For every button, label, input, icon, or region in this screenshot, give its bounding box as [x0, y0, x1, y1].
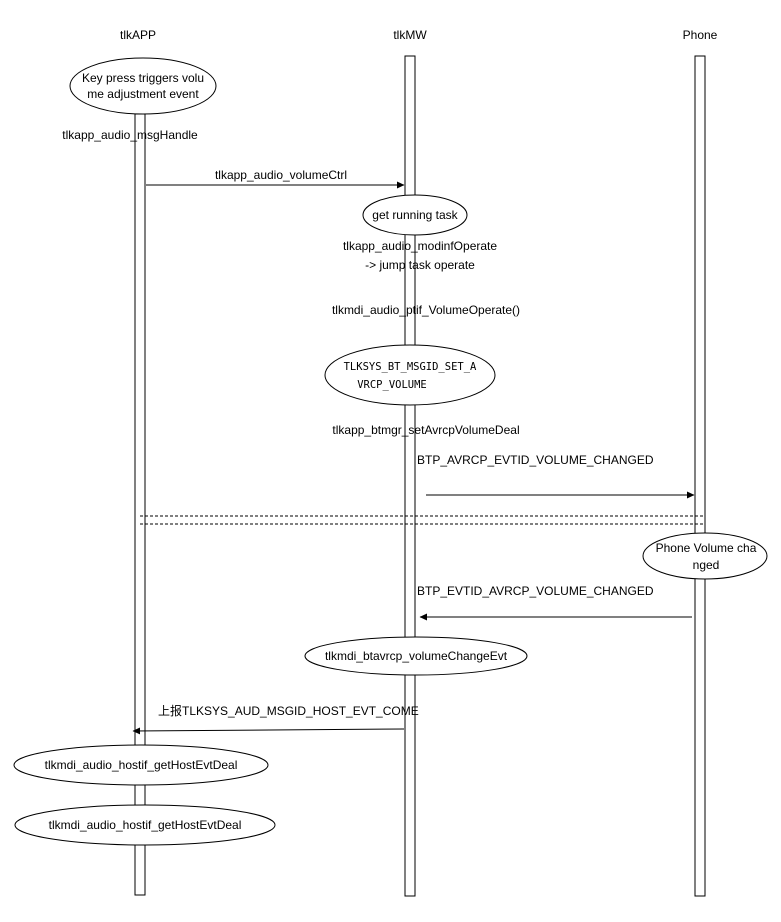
participant-phone: Phone [683, 28, 718, 42]
host-evt-come-label: 上报TLKSYS_AUD_MSGID_HOST_EVT_COME [158, 703, 419, 718]
host-evt-deal-text-2: tlkmdi_audio_hostif_getHostEvtDeal [49, 818, 242, 832]
key-press-note [69, 57, 217, 115]
phone-volume-changed-line1: Phone Volume cha [656, 541, 757, 555]
tlkmw-lifeline [404, 55, 416, 897]
volume-ctrl-label: tlkapp_audio_volumeCtrl [215, 168, 347, 182]
participant-tlkmw: tlkMW [393, 28, 427, 42]
set-avrcp-volume-line2: VRCP_VOLUME [357, 379, 427, 391]
set-avrcp-volume-deal-label: tlkapp_btmgr_setAvrcpVolumeDeal [332, 423, 519, 437]
host-evt-come-arrow [132, 727, 405, 735]
host-evt-deal-note-1 [13, 744, 269, 786]
get-running-task-note [362, 194, 468, 236]
host-evt-deal-note-2 [14, 804, 276, 846]
msg-handle-label: tlkapp_audio_msgHandle [62, 128, 198, 142]
evtid-avrcp-volume-changed-label: BTP_EVTID_AVRCP_VOLUME_CHANGED [417, 584, 654, 598]
volume-change-evt-text: tlkmdi_btavrcp_volumeChangeEvt [325, 649, 508, 663]
avrcp-evtid-volume-changed-label: BTP_AVRCP_EVTID_VOLUME_CHANGED [417, 453, 654, 467]
host-evt-deal-text-1: tlkmdi_audio_hostif_getHostEvtDeal [45, 758, 238, 772]
modinf-operate-label-line1: tlkapp_audio_modinfOperate [343, 239, 497, 253]
modinf-operate-label-line2: -> jump task operate [365, 258, 475, 272]
volume-change-evt-note [304, 636, 528, 676]
set-avrcp-volume-line1: TLKSYS_BT_MSGID_SET_A [344, 361, 477, 373]
phone-volume-changed-note [642, 532, 768, 580]
participant-tlkapp: tlkAPP [120, 28, 156, 42]
get-running-task-text: get running task [372, 208, 458, 222]
key-press-note-line1: Key press triggers volu [82, 71, 204, 85]
key-press-note-line2: me adjustment event [87, 87, 199, 101]
ptif-volume-operate-label: tlkmdi_audio_ptif_VolumeOperate() [332, 303, 520, 317]
phone-volume-changed-line2: nged [693, 558, 720, 572]
set-avrcp-volume-note [324, 344, 496, 406]
phone-lifeline [694, 55, 706, 897]
